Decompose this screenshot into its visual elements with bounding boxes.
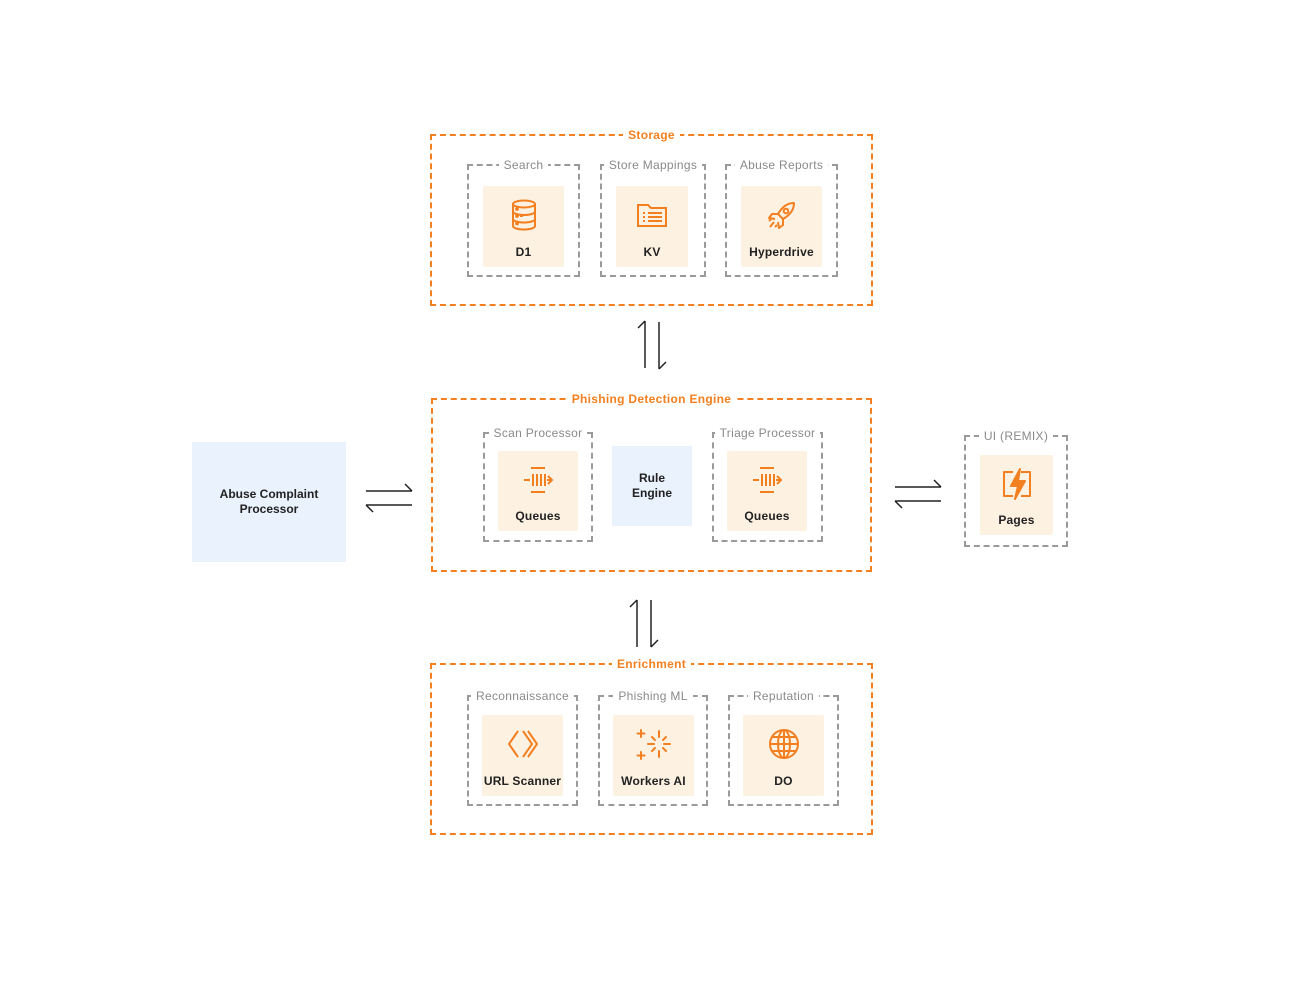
enrichment-title: Enrichment xyxy=(611,657,691,671)
triage-processor-label: Triage Processor xyxy=(714,426,821,440)
reconnaissance-group: Reconnaissance URL Scanner xyxy=(467,689,578,806)
globe-icon xyxy=(768,729,799,759)
queues-icon xyxy=(753,467,783,493)
hyperdrive-tile[interactable]: Hyperdrive xyxy=(741,186,822,267)
d1-tile[interactable]: D1 xyxy=(483,186,564,267)
triage-queues-tile[interactable]: Queues xyxy=(727,451,807,531)
search-label: Search xyxy=(498,158,549,172)
rule-engine-label: Rule Engine xyxy=(631,471,672,500)
storage-engine-arrows xyxy=(637,320,667,370)
kv-tile[interactable]: KV xyxy=(616,186,688,267)
scan-processor-label: Scan Processor xyxy=(488,426,588,440)
url-scanner-icon xyxy=(507,730,538,758)
abuse-reports-group: Abuse Reports Hyperdrive xyxy=(725,158,838,277)
d1-label: D1 xyxy=(515,245,532,259)
pages-tile[interactable]: Pages xyxy=(980,455,1053,535)
abuse-engine-arrows xyxy=(365,483,413,513)
reputation-group: Reputation DO xyxy=(728,689,839,806)
phishing-ml-group: Phishing ML Workers AI xyxy=(598,689,708,806)
triage-queues-label: Queues xyxy=(744,509,790,523)
pages-bolt-icon xyxy=(1002,468,1031,500)
ui-remix-label: UI (REMIX) xyxy=(978,429,1054,443)
enrichment-group: Enrichment Reconnaissance URL Scanner Ph… xyxy=(430,657,873,835)
workers-ai-icon xyxy=(636,729,671,760)
kv-list-icon xyxy=(637,204,667,227)
workers-ai-label: Workers AI xyxy=(621,774,686,788)
do-tile[interactable]: DO xyxy=(743,715,824,796)
ui-remix-group: UI (REMIX) Pages xyxy=(964,429,1068,547)
store-mappings-label: Store Mappings xyxy=(603,158,703,172)
do-label: DO xyxy=(774,774,793,788)
url-scanner-label: URL Scanner xyxy=(483,774,562,788)
engine-enrichment-arrows xyxy=(629,599,659,648)
phishing-ml-label: Phishing ML xyxy=(613,689,693,703)
scan-queues-tile[interactable]: Queues xyxy=(498,451,578,531)
rocket-icon xyxy=(767,202,795,229)
queues-icon xyxy=(524,467,554,493)
workers-ai-tile[interactable]: Workers AI xyxy=(613,715,694,796)
storage-title: Storage xyxy=(623,128,680,142)
triage-processor-group: Triage Processor Queues xyxy=(712,426,823,542)
engine-ui-arrows xyxy=(894,479,942,509)
url-scanner-tile[interactable]: URL Scanner xyxy=(482,715,563,796)
engine-title: Phishing Detection Engine xyxy=(566,392,737,406)
phishing-engine-group: Phishing Detection Engine Scan Processor… xyxy=(431,392,872,572)
rule-engine[interactable]: Rule Engine xyxy=(612,446,692,526)
storage-group: Storage Search D1 Store Mappings KV xyxy=(430,128,873,306)
store-mappings-group: Store Mappings KV xyxy=(600,158,706,277)
reputation-label: Reputation xyxy=(747,689,820,703)
pages-label: Pages xyxy=(998,513,1035,527)
kv-label: KV xyxy=(643,245,661,259)
scan-processor-group: Scan Processor Queues xyxy=(483,426,593,542)
search-group: Search D1 xyxy=(467,158,580,277)
scan-queues-label: Queues xyxy=(515,509,561,523)
abuse-complaint-processor[interactable]: Abuse Complaint Processor xyxy=(192,442,346,562)
abuse-reports-label: Abuse Reports xyxy=(734,158,829,172)
reconnaissance-label: Reconnaissance xyxy=(471,689,574,703)
abuse-complaint-label: Abuse Complaint Processor xyxy=(219,487,319,516)
database-icon xyxy=(511,199,536,231)
hyperdrive-label: Hyperdrive xyxy=(749,245,814,259)
